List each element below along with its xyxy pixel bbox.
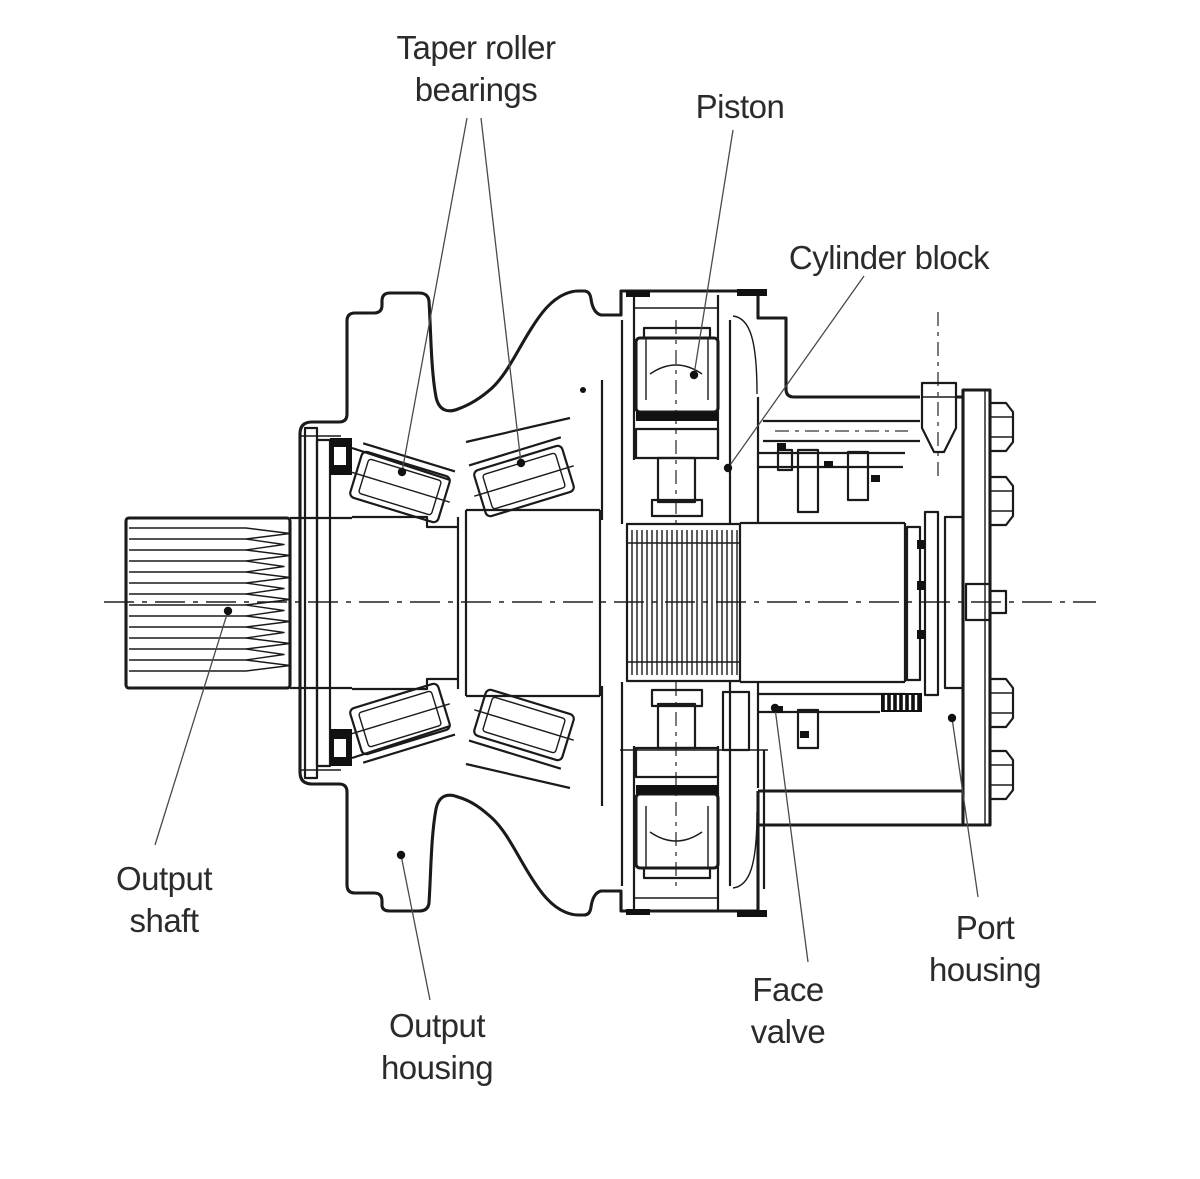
hex-bolt-top-1 [990,401,1015,453]
label-port-housing: Port housing [928,909,1042,988]
label-piston: Piston [695,88,785,125]
port-housing-plate [961,388,1008,827]
piston-top [634,326,720,518]
face-valve-assembly [620,443,965,889]
tie-rod-channel [763,419,920,443]
leader-lines [154,117,979,1001]
hex-bolt-top-2 [990,475,1015,527]
taper-roller-bearing-bottom-right [468,688,575,770]
leader-dots [223,370,957,860]
label-output-shaft: Output shaft [115,860,213,939]
stud-bolt [920,381,958,454]
label-face-valve: Face valve [750,971,826,1050]
hex-bolt-bottom-1 [990,677,1015,729]
shaft-flange-seals [303,426,352,780]
taper-roller-bearing-bottom-left [349,682,456,764]
shaft-body [352,508,907,698]
label-output-housing: Output housing [380,1007,494,1086]
spring [881,693,922,712]
shaft-mid-spline [625,522,742,683]
label-cylinder-block: Cylinder block [788,239,990,276]
hex-bolt-bottom-2 [990,749,1015,801]
cylinder-block [605,289,990,917]
piston-bottom [634,688,720,880]
label-taper-roller-bearings: Taper roller bearings [396,29,556,108]
